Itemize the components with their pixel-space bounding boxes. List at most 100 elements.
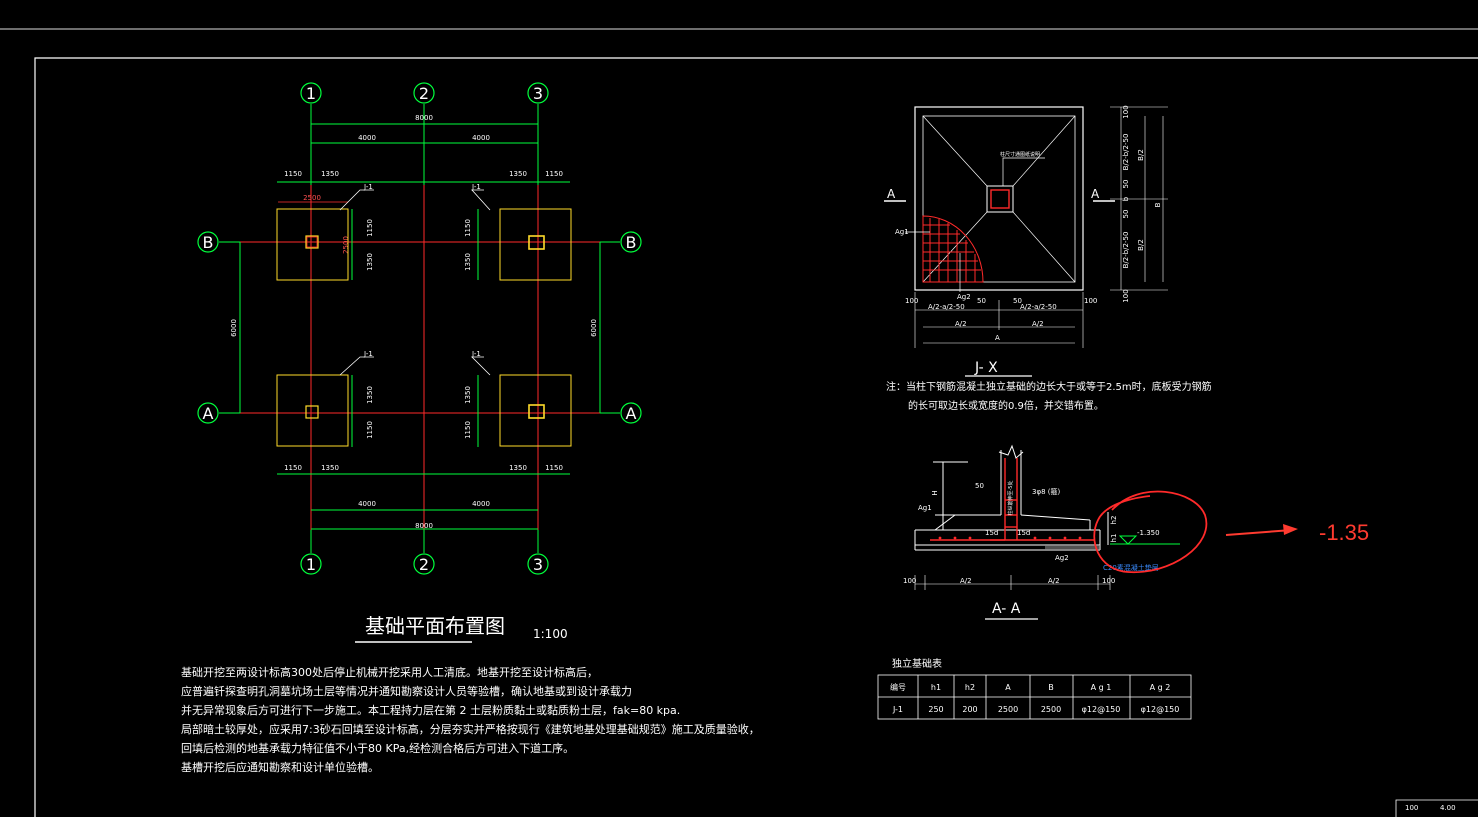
aa-elevation: -1.350 <box>1137 529 1160 537</box>
table-header-2: h2 <box>965 683 975 692</box>
dim-top-right: 4000 <box>472 134 490 142</box>
dim-top-b1: 1350 <box>321 170 339 178</box>
axis-label-top-2: 2 <box>419 84 429 103</box>
axis-bubble-bottom-3 <box>527 553 549 575</box>
aa-label-stirrup: 3φ8 (箍) <box>1032 487 1060 496</box>
jx-note-1: 注：当柱下钢筋混凝土独立基础的边长大于或等于2.5m时，底板受力钢筋 <box>886 380 1212 393</box>
aa-label-h2: h2 <box>1110 516 1118 525</box>
jx-rebar-grid <box>922 215 984 283</box>
jx-dim-b-100-l: 100 <box>905 297 918 305</box>
dim-top-total: 8000 <box>415 114 433 122</box>
jx-dim-b-50-l: 50 <box>977 297 986 305</box>
jx-dim-r-outer-1: B/2 <box>1137 149 1145 161</box>
aa-label-15d-l: 15d <box>985 529 998 537</box>
axis-bubble-right-b <box>620 231 642 253</box>
annotation-value: -1.35 <box>1319 520 1369 545</box>
annotation-arrow-line <box>1225 529 1293 536</box>
axis-label-bottom-1: 1 <box>306 555 316 574</box>
table-cell-0-5: φ12@150 <box>1082 705 1121 714</box>
jx-dim-half-1: A/2 <box>955 320 967 328</box>
jx-section-mark-right: A <box>1091 187 1100 201</box>
jx-section-mark-left: A <box>887 187 896 201</box>
axis-label-left-a: A <box>203 404 214 423</box>
axis-bubble-top-2 <box>413 82 435 104</box>
aa-rebar-dots <box>938 536 1082 540</box>
dim-red-width: 2500 <box>303 194 321 202</box>
plan-note-1: 基础开挖至两设计标高300处后停止机械开挖采用人工清底。地基开挖至设计标高后， <box>181 665 598 679</box>
jx-dim-half-2: A/2 <box>1032 320 1044 328</box>
dim-side-left: 6000 <box>230 319 238 337</box>
jx-dim-r-total: B <box>1154 202 1162 207</box>
table-header-3: A <box>1005 683 1011 692</box>
dim-inner-a-bl: 1150 <box>366 421 374 439</box>
aa-label-50: 50 <box>975 482 984 490</box>
table-header-6: A g 2 <box>1150 683 1171 692</box>
markup-annotation: -1.35 <box>1093 490 1369 573</box>
axis-bubble-right-a <box>620 402 642 424</box>
dim-bottom-b2: 1350 <box>509 464 527 472</box>
jx-dim-r-b: b <box>1122 196 1130 201</box>
footings <box>276 208 572 447</box>
footing-a3 <box>499 374 572 447</box>
corner-text-b: 4.00 <box>1440 804 1456 812</box>
axis-grid <box>240 185 600 530</box>
dim-inner-b-bl: 1350 <box>366 386 374 404</box>
table-header-4: B <box>1048 683 1054 692</box>
aa-dim-half-l: A/2 <box>960 577 972 585</box>
plan-note-4: 局部暗土较厚处，应采用7:3砂石回填至设计标高，分层夯实并严格按现行《建筑地基处… <box>181 722 760 736</box>
dim-bottom-a1: 1150 <box>284 464 302 472</box>
foundation-table: 独立基础表 编号 h1 h2 A B A g 1 A g 2 J-1 250 2… <box>877 657 1192 720</box>
jx-dim-r-100-t: 100 <box>1122 105 1130 118</box>
axis-bubbles <box>197 82 642 575</box>
footing-b3 <box>499 208 572 281</box>
dim-inner-b-tl: 1350 <box>366 253 374 271</box>
jx-dim-r-50-t: 50 <box>1122 180 1130 189</box>
plan-note-5: 回填后检测的地基承载力特征值不小于80 KPa,经检测合格后方可进入下道工序。 <box>181 741 574 755</box>
table-cell-0-3: 2500 <box>998 705 1018 714</box>
corner-text-a: 100 <box>1405 804 1418 812</box>
dim-inner-a-tl: 1150 <box>366 219 374 237</box>
foundation-plan: 1 2 3 1 2 3 B A B A 8000 4000 4000 1150 … <box>181 82 760 774</box>
aa-dim-100-l: 100 <box>903 577 916 585</box>
jx-outer <box>914 106 1084 291</box>
dim-bottom-right: 4000 <box>472 500 490 508</box>
jx-dim-total: A <box>995 334 1000 342</box>
plan-note-3: 并无异常现象后方可进行下一步施工。本工程持力层在第 2 土层粉质黏土或黏质粉土层… <box>181 703 680 717</box>
plan-note-2: 应普遍钎探查明孔洞墓坑场土层等情况并通知勘察设计人员等验槽，确认地基或到设计承载… <box>181 684 632 698</box>
table-header-5: A g 1 <box>1091 683 1112 692</box>
plan-scale: 1:100 <box>533 627 568 641</box>
table-cell-0-1: 250 <box>928 705 943 714</box>
jx-diagonals <box>922 115 1076 283</box>
jx-dim-r-half-t: B/2-b/2-50 <box>1122 134 1130 171</box>
dim-bottom-left: 4000 <box>358 500 376 508</box>
tag-leaders <box>339 189 491 376</box>
table-cell-0-0: J-1 <box>892 705 903 714</box>
jx-dim-b-half-l: A/2-a/2-50 <box>928 303 965 311</box>
dim-inner-b-br: 1350 <box>464 386 472 404</box>
plan-note-6: 基槽开挖后应通知勘察和设计单位验槽。 <box>181 760 379 774</box>
axis-bubble-left-a <box>197 402 219 424</box>
footing-tag-a3: J-1 <box>471 350 481 358</box>
dim-bottom-total: 8000 <box>415 522 433 530</box>
jx-dim-b-100-r: 100 <box>1084 297 1097 305</box>
aa-label-ag2: Ag2 <box>1055 554 1069 562</box>
dim-inner-a-tr: 1150 <box>464 219 472 237</box>
sheet-frame <box>34 57 1478 817</box>
axis-label-right-b: B <box>626 233 637 252</box>
axis-label-bottom-3: 3 <box>533 555 543 574</box>
aa-bedding: C20素混凝土垫层 <box>1103 563 1159 572</box>
jx-label-col: 柱尺寸通图纸说明 <box>1000 151 1040 158</box>
footing-a1 <box>276 374 349 447</box>
footing-tag-b1: J-1 <box>363 183 373 191</box>
table-cell-0-6: φ12@150 <box>1141 705 1180 714</box>
aa-rebar <box>930 458 1095 541</box>
table-header-0: 编号 <box>890 682 906 692</box>
axis-bubble-top-3 <box>527 82 549 104</box>
jx-column-outer <box>986 185 1014 213</box>
jx-title: J- X <box>974 360 998 376</box>
aa-label-h: H <box>931 490 939 495</box>
jx-dim-lines <box>914 106 1168 348</box>
axis-label-top-1: 1 <box>306 84 316 103</box>
annotation-circle <box>1093 490 1208 573</box>
